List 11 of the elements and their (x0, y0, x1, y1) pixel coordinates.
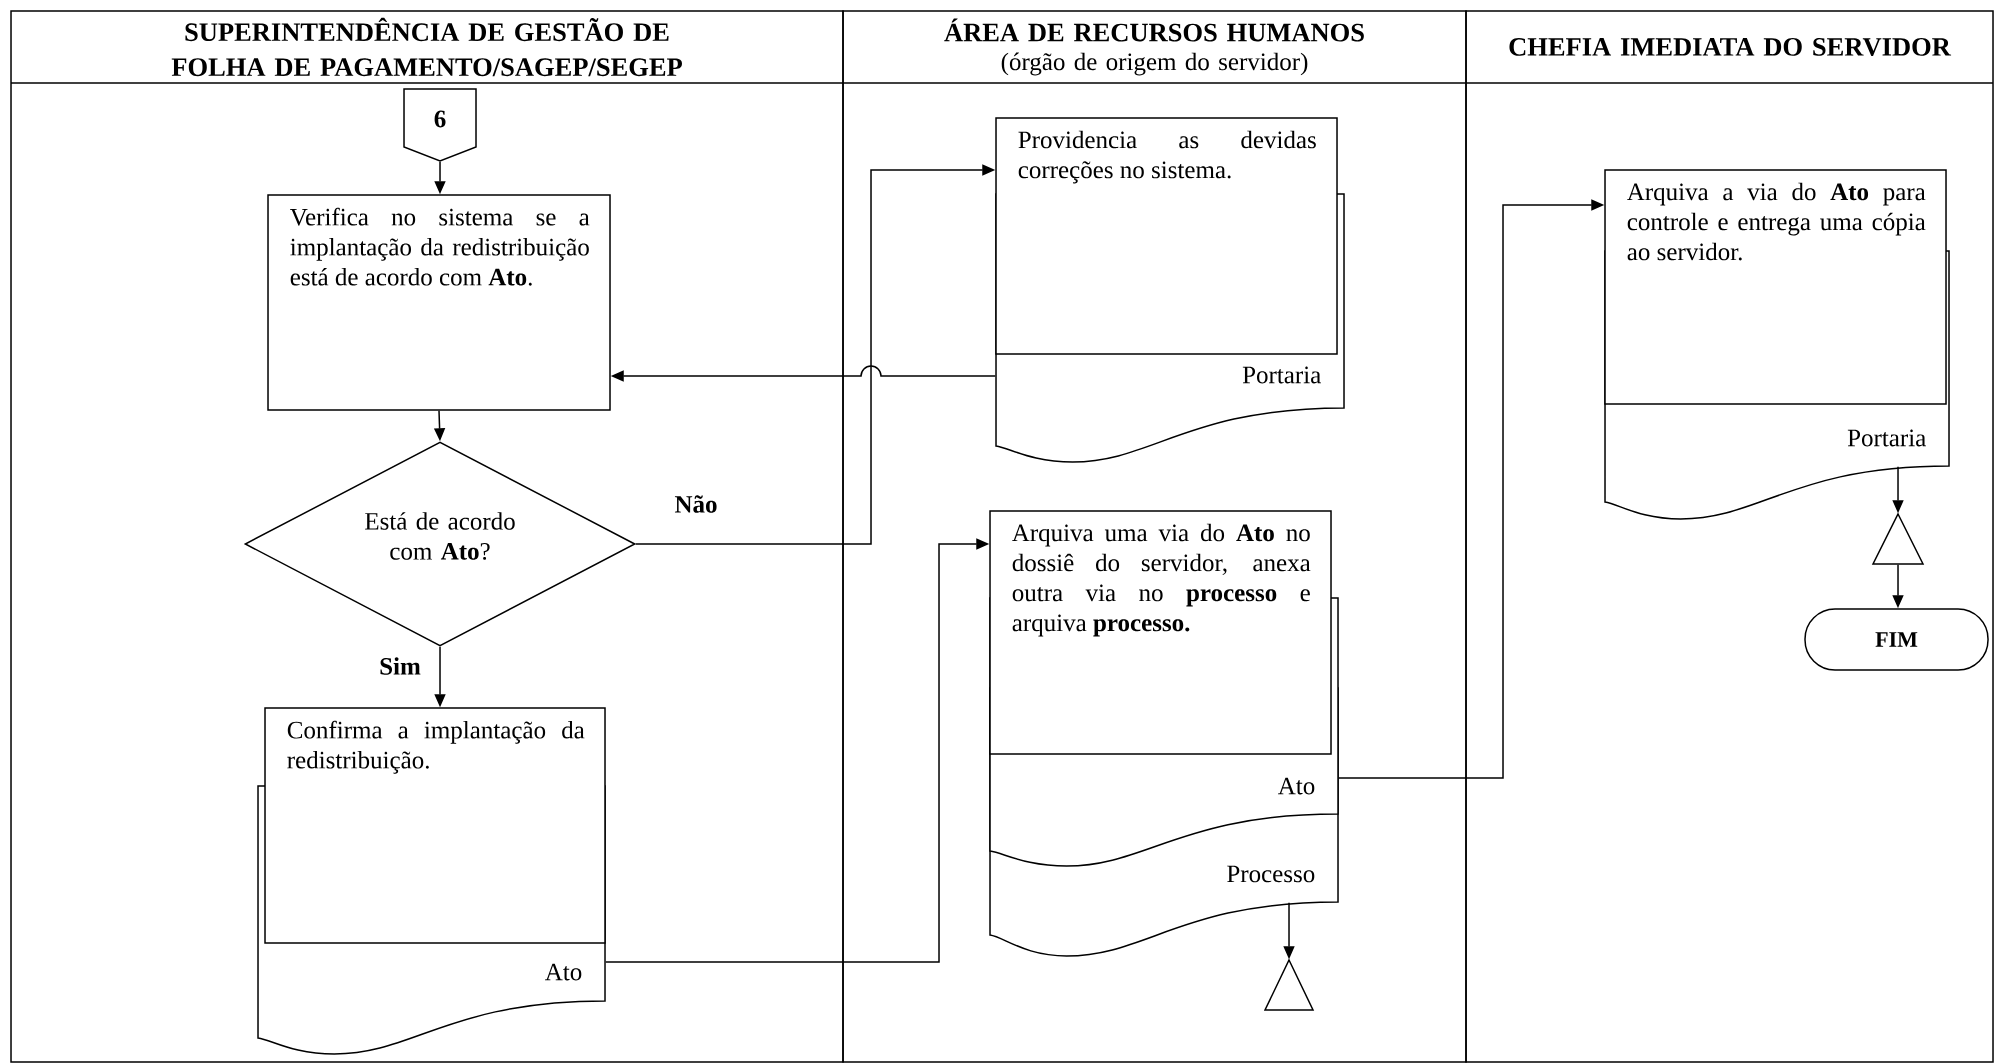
document-box: Confirma a implantação da redistribuição. Ato (257, 707, 606, 1055)
node-label: Confirma a implantação da redistribuição. (287, 720, 585, 774)
node-label: Arquiva uma via do Ato no dossiê do servidor, anexa outra via no processo e arquiva processo. (1012, 523, 1311, 637)
process-box: Verifica no sistema se a implantação da redistribuição está de acordo com Ato. (267, 194, 611, 411)
edge-label: Sim (377, 655, 423, 677)
node-label: Providencia as devidas correções no sistema. (1018, 130, 1316, 184)
terminal-box: FIM (1804, 608, 1989, 671)
off-page-connector: 6 (403, 88, 477, 162)
edge-label: Não (672, 493, 720, 515)
document-box: Arquiva a via do Ato para controle e entrega uma cópia ao servidor. Portaria (1604, 169, 1950, 520)
document-box: Arquiva uma via do Ato no dossiê do servidor, anexa outra via no processo e arquiva processo. Ato Processo (989, 510, 1339, 957)
